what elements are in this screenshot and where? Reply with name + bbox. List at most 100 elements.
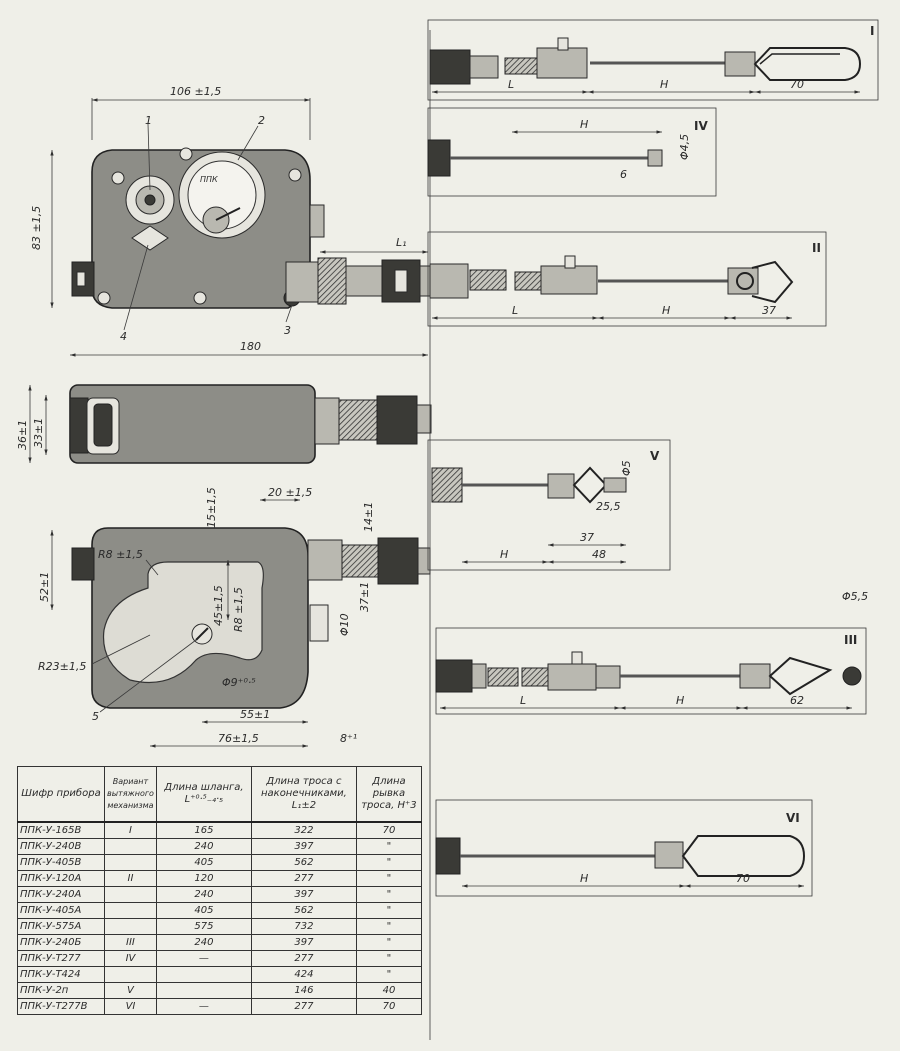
front-dimensions: 106 ±1,5 83 ±1,5 180 1 2 3 4 L₁ bbox=[30, 85, 428, 357]
dim-20: 20 ±1,5 bbox=[268, 486, 312, 499]
cell-code: ППК-У-405А bbox=[17, 902, 105, 919]
variant-I-label: I bbox=[870, 24, 874, 38]
variant-III: III L H 62 bbox=[435, 627, 867, 715]
cell-variant bbox=[104, 854, 157, 871]
header-variant: Вариант вытяжного механизма bbox=[104, 766, 157, 823]
cell-code: ППК-У-Т277 bbox=[17, 950, 105, 967]
variant-II-label: II bbox=[812, 241, 821, 255]
variant-III-L: L bbox=[520, 694, 526, 707]
variant-IV-d45: Φ4,5 bbox=[678, 134, 691, 160]
dim-106: 106 ±1,5 bbox=[170, 85, 221, 98]
variant-V-255: 25,5 bbox=[596, 500, 621, 513]
dim-14: 14±1 bbox=[362, 502, 375, 532]
dim-52: 52±1 bbox=[38, 572, 51, 602]
cell-pull: " bbox=[355, 838, 423, 855]
cell-pull: 40 bbox=[355, 982, 423, 999]
device-back-view bbox=[71, 527, 431, 709]
variant-V: V Φ5 25,5 37 H 48 bbox=[427, 439, 671, 571]
svg-text:ППК: ППК bbox=[200, 175, 218, 184]
cell-cable: 277 bbox=[250, 870, 357, 887]
variant-IV-6: 6 bbox=[620, 168, 627, 181]
variant-IV-H: H bbox=[580, 118, 588, 131]
cell-pull: " bbox=[355, 966, 423, 983]
cell-code: ППК-У-120А bbox=[17, 870, 105, 887]
cell-hose: 240 bbox=[155, 838, 252, 855]
cell-hose: 405 bbox=[155, 854, 252, 871]
variant-III-62: 62 bbox=[790, 694, 804, 707]
dim-37: 37±1 bbox=[358, 582, 371, 612]
variant-IV: H IV Φ4,5 6 bbox=[427, 107, 717, 197]
cell-hose: 575 bbox=[155, 918, 252, 935]
variant-II: II L H 37 bbox=[427, 231, 827, 327]
header-code: Шифр прибора bbox=[17, 766, 105, 823]
dim-76: 76±1,5 bbox=[218, 732, 259, 745]
cell-pull: 70 bbox=[355, 821, 423, 839]
cell-cable: 397 bbox=[250, 838, 357, 855]
dim-83: 83 ±1,5 bbox=[30, 206, 43, 250]
callout-3: 3 bbox=[284, 324, 291, 337]
variant-I: I L H 70 bbox=[427, 19, 879, 101]
variant-II-37: 37 bbox=[762, 304, 776, 317]
variant-IV-label: IV bbox=[694, 119, 708, 133]
dim-r8b: R8 ±1,5 bbox=[232, 587, 245, 632]
dim-33: 33±1 bbox=[32, 418, 45, 448]
cell-code: ППК-У-Т277В bbox=[17, 998, 105, 1015]
cell-cable: 562 bbox=[250, 902, 357, 919]
cell-pull: " bbox=[355, 918, 423, 935]
callout-5: 5 bbox=[92, 710, 99, 723]
cell-variant: III bbox=[104, 934, 157, 951]
device-side-view: 36±1 33±1 bbox=[16, 384, 432, 464]
cell-variant bbox=[104, 902, 157, 919]
dim-r23: R23±1,5 bbox=[38, 660, 86, 673]
variant-I-H: H bbox=[660, 78, 668, 91]
cell-hose bbox=[155, 982, 252, 999]
dim-45: 45±1,5 bbox=[212, 585, 225, 626]
cell-variant: IV bbox=[104, 950, 157, 967]
cell-variant: I bbox=[104, 821, 157, 839]
dim-8: 8⁺¹ bbox=[340, 732, 357, 745]
cell-hose: — bbox=[155, 950, 252, 967]
cell-variant: II bbox=[104, 870, 157, 887]
dim-15: 15±1,5 bbox=[205, 487, 218, 528]
cell-hose bbox=[155, 966, 252, 983]
cell-hose: 405 bbox=[155, 902, 252, 919]
variant-VI-label: VI bbox=[786, 811, 800, 825]
cell-variant bbox=[104, 838, 157, 855]
cell-code: ППК-У-165В bbox=[17, 821, 105, 839]
cell-cable: 277 bbox=[250, 950, 357, 967]
variant-III-label: III bbox=[844, 633, 857, 647]
variant-I-L: L bbox=[508, 78, 514, 91]
dim-r8a: R8 ±1,5 bbox=[98, 548, 143, 561]
variant-V-d5: Φ5 bbox=[620, 460, 633, 476]
variant-II-H: H bbox=[662, 304, 670, 317]
header-hose: Длина шланга, L⁺⁰·⁵₋₄·₅ bbox=[155, 766, 252, 823]
cell-pull: " bbox=[355, 934, 423, 951]
cell-code: ППК-У-Т424 bbox=[17, 966, 105, 983]
cell-variant: V bbox=[104, 982, 157, 999]
cell-hose: — bbox=[155, 998, 252, 1015]
device-front-view: ППК bbox=[71, 147, 433, 309]
variant-I-70: 70 bbox=[790, 78, 804, 91]
callout-4: 4 bbox=[120, 330, 127, 343]
variant-VI-H: H bbox=[580, 872, 588, 885]
cell-code: ППК-У-240Б bbox=[17, 934, 105, 951]
rhombus-indicator bbox=[131, 225, 169, 251]
spec-table: Шифр прибора Вариант вытяжного механизма… bbox=[17, 766, 423, 1015]
variant-V-48: 48 bbox=[592, 548, 606, 561]
callout-2: 2 bbox=[258, 114, 265, 127]
cell-code: ППК-У-240В bbox=[17, 838, 105, 855]
cell-variant: VI bbox=[104, 998, 157, 1015]
callout-1: 1 bbox=[145, 114, 152, 127]
dim-L1-label: L₁ bbox=[396, 236, 407, 249]
